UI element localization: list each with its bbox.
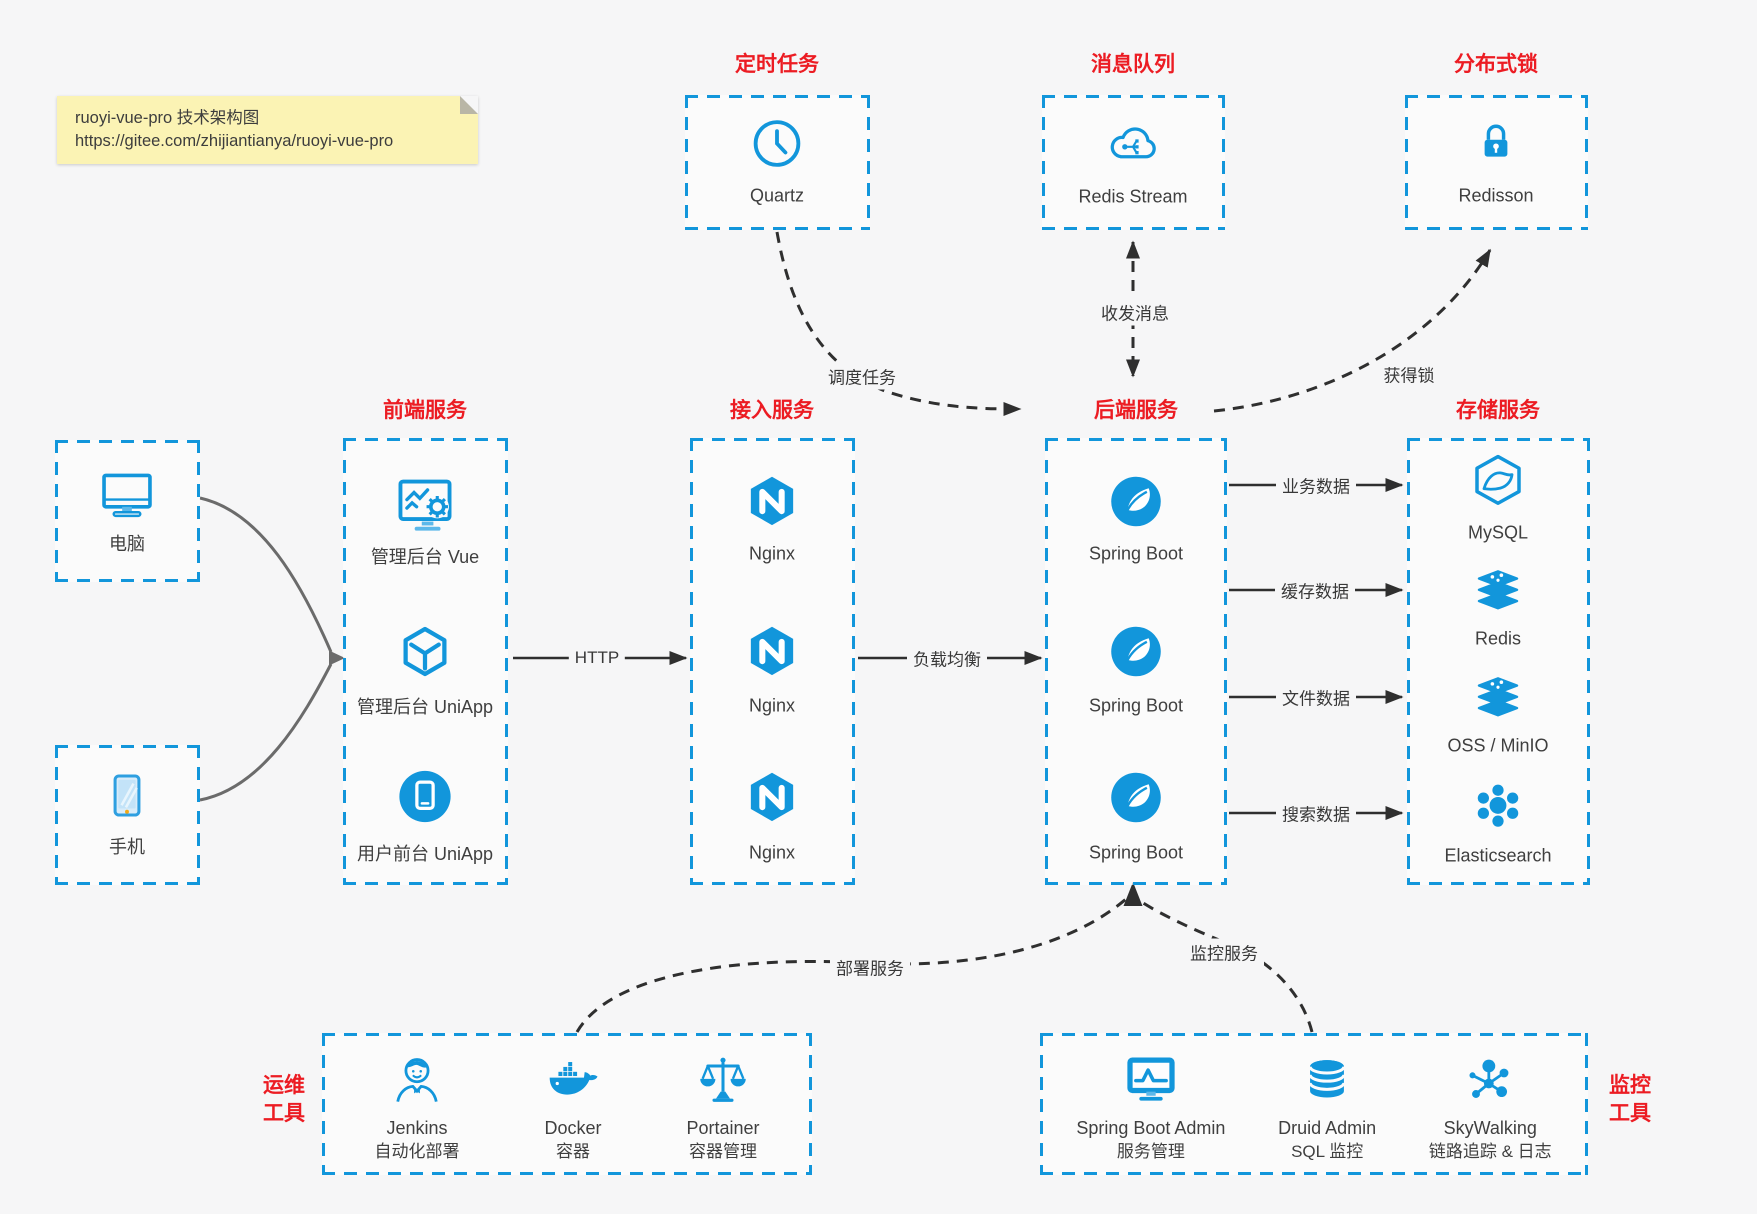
nginx-icon (743, 769, 801, 832)
box-monitoring-tools: Spring Boot Admin 服务管理 Druid Admin SQL 监… (1040, 1033, 1588, 1175)
edge-monitor-line (1139, 899, 1314, 1033)
label-spring-boot-1: Spring Boot (1088, 543, 1184, 564)
edge-label-search-data: 搜索数据 (1276, 799, 1356, 827)
label-nginx-2: Nginx (748, 695, 796, 716)
oss-minio-icon (1471, 672, 1525, 731)
druid-database-icon (1299, 1052, 1355, 1113)
nginx-icon (743, 623, 801, 686)
edge-label-cache-data: 缓存数据 (1275, 576, 1355, 604)
tool-name: Druid Admin (1278, 1117, 1377, 1138)
label-monitoring-tools: 监控 工具 (1609, 1074, 1651, 1125)
edge-label-monitor: 监控服务 (1184, 938, 1264, 966)
tool-name: Docker (544, 1117, 602, 1138)
edge-label-deploy: 部署服务 (830, 953, 910, 981)
note-url: https://gitee.com/zhijiantianya/ruoyi-vu… (75, 132, 394, 150)
tool-druid-admin: Druid Admin SQL 监控 (1278, 1052, 1376, 1163)
phone-icon (101, 770, 153, 827)
edge-label-lock: 获得锁 (1377, 360, 1441, 388)
tool-name: Spring Boot Admin (1076, 1117, 1226, 1138)
label-spring-boot-3: Spring Boot (1088, 842, 1184, 863)
cloud-stream-icon (1105, 117, 1161, 178)
tool-jenkins: Jenkins 自动化部署 (374, 1052, 459, 1163)
admin-vue-icon (394, 473, 456, 540)
clock-icon (750, 117, 804, 176)
label-oss-minio: OSS / MinIO (1447, 735, 1549, 756)
edge-label-load-balance: 负载均衡 (907, 644, 987, 672)
spring-boot-icon (1107, 473, 1165, 536)
tool-desc: 容器 (555, 1141, 590, 1161)
label-redisson: Redisson (1458, 185, 1534, 206)
title-storage-services: 存储服务 (1456, 399, 1540, 422)
box-devops-tools: Jenkins 自动化部署 Docker 容器 (322, 1033, 812, 1175)
label-redis: Redis (1474, 628, 1522, 649)
portainer-icon (695, 1052, 751, 1113)
tool-docker: Docker 容器 (544, 1052, 601, 1163)
nginx-icon (743, 473, 801, 536)
label-admin-vue: 管理后台 Vue (370, 547, 480, 567)
label-quartz: Quartz (749, 185, 805, 206)
label-spring-boot-2: Spring Boot (1088, 695, 1184, 716)
tool-spring-boot-admin: Spring Boot Admin 服务管理 (1076, 1052, 1225, 1163)
tool-skywalking: SkyWalking 链路追踪 & 日志 (1429, 1052, 1552, 1163)
edge-label-http: HTTP (568, 647, 626, 669)
tool-desc: 链路追踪 & 日志 (1428, 1141, 1552, 1161)
label-devops-tools: 运维 工具 (263, 1074, 305, 1125)
sticky-note: ruoyi-vue-pro 技术架构图 https://gitee.com/zh… (57, 96, 478, 164)
label-user-uniapp: 用户前台 UniApp (356, 844, 494, 864)
title-scheduled-tasks: 定时任务 (735, 53, 819, 76)
client-arrowhead (329, 650, 345, 666)
tool-desc: 服务管理 (1116, 1141, 1185, 1161)
note-title: ruoyi-vue-pro 技术架构图 (75, 109, 260, 127)
edge-phone-frontend (199, 663, 333, 802)
tool-desc: SQL 监控 (1291, 1141, 1364, 1161)
box-quartz (685, 95, 870, 230)
edge-label-file-data: 文件数据 (1276, 683, 1356, 711)
title-message-queue: 消息队列 (1091, 53, 1175, 76)
tool-desc: 容器管理 (688, 1141, 757, 1161)
label-nginx-1: Nginx (748, 543, 796, 564)
spring-boot-icon (1107, 623, 1165, 686)
docker-icon (545, 1052, 601, 1113)
computer-icon (98, 465, 156, 528)
edge-label-message: 收发消息 (1095, 298, 1175, 326)
tool-name: Portainer (686, 1117, 760, 1138)
label-nginx-3: Nginx (748, 842, 796, 863)
title-access-services: 接入服务 (730, 399, 814, 422)
backend-bottom-arrowhead (1123, 882, 1143, 906)
edge-lock-line (1213, 248, 1492, 413)
tool-desc: 自动化部署 (374, 1141, 460, 1161)
title-backend-services: 后端服务 (1094, 399, 1178, 422)
elasticsearch-icon (1471, 780, 1525, 839)
title-distributed-lock: 分布式锁 (1454, 53, 1538, 76)
title-frontend-services: 前端服务 (383, 399, 467, 422)
spring-boot-icon (1107, 769, 1165, 832)
lock-icon (1470, 117, 1522, 174)
label-computer: 电脑 (109, 534, 145, 554)
box-redisson (1405, 95, 1588, 230)
user-uniapp-icon (395, 767, 455, 832)
tool-name: SkyWalking (1443, 1117, 1537, 1138)
tool-name: Jenkins (386, 1117, 448, 1138)
label-phone: 手机 (109, 837, 145, 857)
box-redis-stream (1042, 95, 1225, 230)
jenkins-icon (389, 1052, 445, 1113)
label-admin-uniapp: 管理后台 UniApp (356, 697, 494, 717)
box-phone (55, 745, 200, 885)
skywalking-icon (1462, 1052, 1518, 1113)
redis-icon (1471, 565, 1525, 624)
label-elasticsearch: Elasticsearch (1444, 845, 1552, 866)
edge-label-business-data: 业务数据 (1276, 471, 1356, 499)
mysql-icon (1470, 453, 1526, 514)
tool-portainer: Portainer 容器管理 (686, 1052, 759, 1163)
edge-computer-frontend (199, 496, 333, 653)
label-redis-stream: Redis Stream (1078, 186, 1188, 207)
edge-label-schedule: 调度任务 (822, 362, 902, 390)
spring-boot-admin-icon (1123, 1052, 1179, 1113)
label-mysql: MySQL (1467, 522, 1529, 543)
uniapp-cube-icon (395, 622, 455, 687)
note-fold-corner (460, 96, 478, 114)
